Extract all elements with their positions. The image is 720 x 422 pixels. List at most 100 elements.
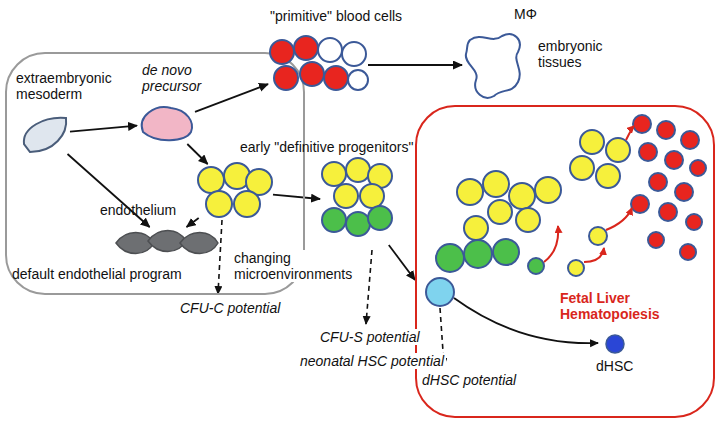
yellow-cell bbox=[509, 183, 535, 209]
cell bbox=[322, 208, 346, 232]
red-cell bbox=[648, 232, 664, 248]
potential-label: CFU-S potential bbox=[318, 329, 422, 345]
yellow-cell bbox=[488, 200, 512, 224]
red-cell bbox=[675, 183, 693, 201]
green-cell bbox=[493, 239, 519, 265]
cell bbox=[334, 184, 358, 208]
yellow-cell bbox=[570, 156, 594, 180]
yellow-cell bbox=[580, 130, 604, 154]
cell-drawing bbox=[462, 30, 526, 100]
red-cell bbox=[665, 151, 683, 169]
red-arrow bbox=[626, 126, 634, 140]
green-cell bbox=[464, 240, 492, 268]
green-cell bbox=[436, 244, 464, 272]
yellow-cell bbox=[457, 179, 483, 205]
cell bbox=[234, 191, 260, 217]
cell-label: Fetal Liver Hematopoiesis bbox=[560, 290, 712, 322]
yellow-cell bbox=[535, 177, 561, 203]
liver-cells bbox=[426, 115, 706, 306]
red-arrow bbox=[606, 208, 632, 230]
cell-drawing bbox=[605, 334, 625, 354]
cell-node: de novo precursor bbox=[137, 102, 195, 144]
red-arrows bbox=[544, 126, 634, 262]
cell-label: endothelium bbox=[100, 202, 190, 218]
red-arrow bbox=[584, 248, 604, 262]
blue-cell bbox=[426, 278, 454, 306]
red-cell bbox=[639, 143, 657, 161]
arrow-connector bbox=[187, 218, 199, 227]
cell-label: de novo precursor bbox=[142, 62, 212, 94]
arrow-connector bbox=[389, 245, 415, 280]
cell-label: "primitive" blood cells bbox=[270, 8, 440, 24]
yellow-cell bbox=[596, 164, 620, 188]
cell-drawing bbox=[20, 114, 70, 154]
red-cell bbox=[631, 195, 649, 213]
cell bbox=[270, 40, 294, 64]
cell-node: endothelium bbox=[114, 227, 219, 257]
green-cell bbox=[528, 258, 544, 274]
red-arrow bbox=[544, 226, 558, 262]
cell-node: MΦembryonic tissues bbox=[462, 30, 526, 100]
cell bbox=[346, 158, 370, 182]
cell-drawing bbox=[197, 164, 273, 218]
yellow-cell bbox=[464, 216, 488, 240]
potential-label: CFU-C potential bbox=[178, 300, 282, 316]
cell bbox=[318, 38, 342, 62]
yellow-cell bbox=[589, 227, 607, 245]
arrow-connector bbox=[70, 126, 137, 132]
red-cell bbox=[657, 121, 675, 139]
precursor-cell bbox=[142, 107, 192, 140]
dashed-arrow bbox=[366, 250, 372, 324]
endothelial-cell bbox=[116, 233, 154, 254]
cell bbox=[274, 66, 298, 90]
cell bbox=[342, 42, 366, 66]
cell-drawing bbox=[320, 160, 394, 245]
cell bbox=[322, 162, 346, 186]
cell-node: early "definitive progenitors" bbox=[197, 164, 273, 218]
red-cell bbox=[649, 173, 667, 191]
hsc-cell bbox=[606, 335, 624, 353]
cell-node: "primitive" blood cells bbox=[268, 36, 368, 94]
cell bbox=[300, 62, 324, 86]
cell-label: MΦ bbox=[514, 6, 554, 22]
dashed-arrows bbox=[218, 220, 444, 366]
red-cell bbox=[690, 160, 706, 176]
red-cell bbox=[633, 115, 651, 133]
arrow-connector bbox=[187, 144, 207, 164]
arrow-connector bbox=[195, 84, 268, 112]
cell bbox=[348, 70, 368, 90]
potential-label: dHSC potential bbox=[420, 372, 518, 388]
yellow-cell bbox=[568, 260, 584, 276]
cell-node: changing microenvironments bbox=[320, 160, 394, 245]
cell bbox=[198, 167, 224, 193]
red-cell bbox=[680, 244, 696, 260]
arrow-connector bbox=[368, 64, 462, 66]
mesoderm-cell bbox=[24, 118, 66, 152]
cell bbox=[360, 184, 384, 208]
cell-label: extraembryonic mesoderm bbox=[16, 70, 128, 102]
arrow-connector bbox=[273, 195, 320, 199]
dashed-arrow bbox=[218, 220, 222, 294]
cell bbox=[346, 212, 370, 236]
cell-node: extraembryonic mesoderm bbox=[20, 114, 70, 154]
yellow-cell bbox=[483, 171, 509, 197]
cell-label: dHSC bbox=[596, 358, 646, 374]
red-cell bbox=[659, 203, 677, 221]
cell-drawing bbox=[137, 102, 195, 144]
yellow-cell bbox=[516, 208, 540, 232]
cell-node: dHSC bbox=[605, 334, 625, 354]
endothelial-cell bbox=[148, 231, 186, 252]
yellow-cell bbox=[606, 138, 630, 162]
cell-label: default endothelial program bbox=[12, 266, 212, 282]
cell bbox=[368, 206, 392, 230]
red-cell bbox=[686, 214, 702, 230]
macrophage-shape bbox=[466, 34, 520, 98]
cell-label: early "definitive progenitors" bbox=[240, 139, 420, 155]
cell bbox=[294, 36, 318, 60]
endothelial-cell bbox=[180, 233, 218, 254]
cell-label: embryonic tissues bbox=[538, 38, 618, 70]
cell-drawing bbox=[114, 227, 219, 257]
cell bbox=[324, 66, 348, 90]
cell-drawing bbox=[268, 36, 368, 94]
red-cell bbox=[681, 131, 699, 149]
